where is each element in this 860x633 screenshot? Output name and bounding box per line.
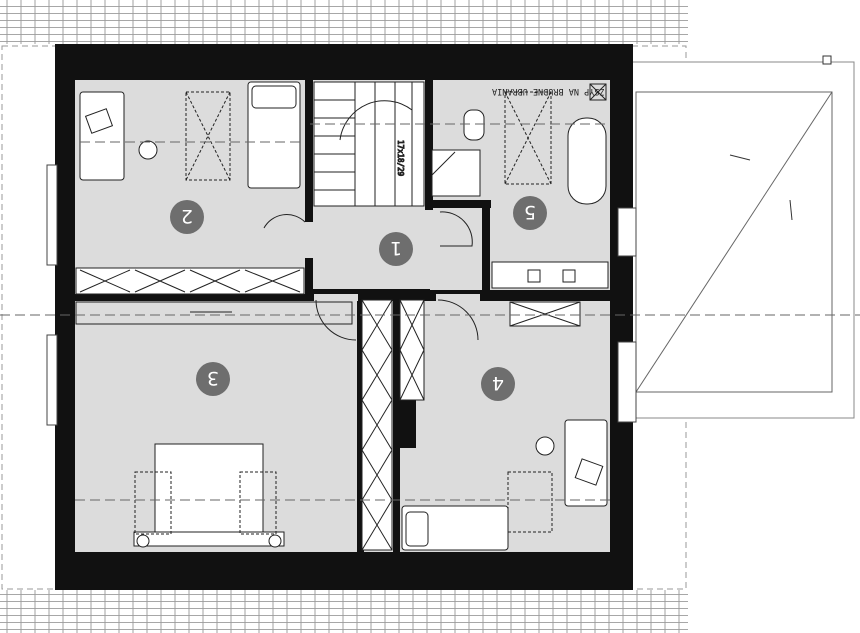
room-badge-4: 4 (481, 367, 515, 401)
bathroom-fixtures (431, 83, 609, 289)
room-badge-1: 1 (379, 232, 413, 266)
svg-text:1: 1 (390, 237, 402, 259)
room-3-furniture (75, 299, 393, 551)
stairs-label: 17x18/29 (396, 140, 405, 176)
svg-text:5: 5 (524, 201, 536, 223)
room-4-furniture (399, 299, 608, 551)
room-2-furniture (75, 81, 306, 295)
svg-text:4: 4 (492, 372, 504, 394)
room-badge-3: 3 (196, 362, 230, 396)
svg-text:3: 3 (207, 367, 219, 389)
svg-text:2: 2 (181, 205, 193, 227)
roof-tiles-top (0, 0, 688, 44)
laundry-chute-label: ZSYP NA BRUDNE UBRANIA (492, 86, 605, 96)
stairs: 17x18/29 (313, 81, 425, 207)
terrace (631, 55, 855, 419)
room-badge-2: 2 (170, 200, 204, 234)
roof-tiles-bottom (0, 590, 688, 633)
windows (46, 164, 637, 426)
room-badge-5: 5 (513, 196, 547, 230)
